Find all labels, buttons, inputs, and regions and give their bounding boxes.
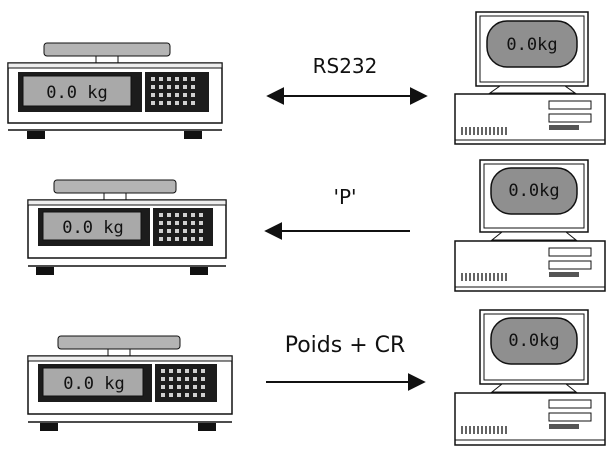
scale-display: 0.0 kg <box>46 83 107 103</box>
monitor-display: 0.0kg <box>506 35 557 55</box>
scale-2: 0.0 kg <box>27 179 227 275</box>
monitor-display: 0.0kg <box>508 181 559 201</box>
row-3: 0.0 kg Poids + CR 0.0kg <box>27 309 606 446</box>
scale-3: 0.0 kg <box>27 335 233 431</box>
connection-label: 'P' <box>333 185 356 209</box>
computer-1: 0.0kg <box>454 11 606 145</box>
row-1: 0.0 kg RS232 0.0kg <box>7 11 606 145</box>
monitor-display: 0.0kg <box>508 331 559 351</box>
connection-2: 'P' <box>264 185 410 240</box>
connection-3: Poids + CR <box>266 333 426 391</box>
connection-label: RS232 <box>313 54 378 78</box>
connection-1: RS232 <box>266 54 428 105</box>
scale-1: 0.0 kg <box>7 42 223 139</box>
connection-label: Poids + CR <box>285 333 406 358</box>
computer-2: 0.0kg <box>454 159 606 292</box>
scale-display: 0.0 kg <box>63 374 124 394</box>
row-2: 0.0 kg 'P' 0.0kg <box>27 159 606 292</box>
computer-3: 0.0kg <box>454 309 606 446</box>
scale-display: 0.0 kg <box>62 218 123 238</box>
